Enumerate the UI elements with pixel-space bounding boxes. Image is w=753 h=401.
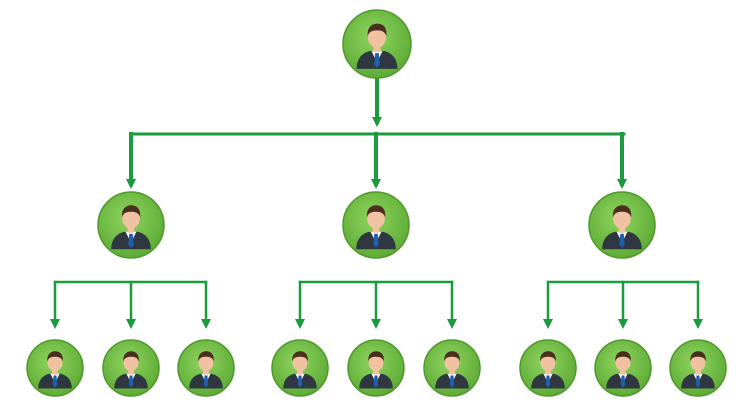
hair-shape <box>612 205 632 218</box>
tie-shape <box>128 233 134 249</box>
hair-shape <box>121 205 141 218</box>
neck-shape <box>127 226 135 233</box>
businessman-avatar-icon <box>435 351 469 389</box>
person-node <box>594 339 652 397</box>
person-node <box>102 339 160 397</box>
businessman-avatar-icon <box>114 351 148 389</box>
businessman-avatar-icon <box>189 351 223 389</box>
head-shape <box>540 353 556 372</box>
hair-shape <box>292 351 308 362</box>
tie-shape <box>373 233 379 249</box>
node-layer <box>26 9 727 397</box>
businessman-avatar-icon <box>356 23 398 69</box>
businessman-avatar-icon <box>681 351 715 389</box>
head-shape <box>292 353 308 372</box>
neck-shape <box>373 45 381 52</box>
head-shape <box>690 353 706 372</box>
hair-shape <box>444 351 460 362</box>
connector-layer <box>50 78 703 329</box>
person-node <box>271 339 329 397</box>
tie-shape <box>297 375 303 388</box>
businessman-avatar-icon <box>356 205 396 250</box>
neck-shape <box>52 368 58 375</box>
person-node <box>588 191 656 259</box>
neck-shape <box>203 368 209 375</box>
head-shape <box>47 353 63 372</box>
tie-shape <box>373 375 379 388</box>
hair-shape <box>198 351 214 362</box>
head-shape <box>368 353 384 372</box>
person-node <box>177 339 235 397</box>
tie-shape <box>695 375 701 388</box>
head-shape <box>615 353 631 372</box>
head-shape <box>122 207 140 229</box>
person-node <box>342 9 412 79</box>
businessman-avatar-icon <box>111 205 151 250</box>
tie-shape <box>620 375 626 388</box>
head-shape <box>444 353 460 372</box>
hair-shape <box>47 351 63 362</box>
person-node <box>26 339 84 397</box>
businessman-avatar-icon <box>606 351 640 389</box>
neck-shape <box>373 368 379 375</box>
neck-shape <box>545 368 551 375</box>
head-shape <box>367 26 387 48</box>
businessman-avatar-icon <box>602 205 642 250</box>
neck-shape <box>618 226 626 233</box>
person-node <box>97 191 165 259</box>
neck-shape <box>297 368 303 375</box>
person-node <box>519 339 577 397</box>
person-node <box>423 339 481 397</box>
head-shape <box>123 353 139 372</box>
neck-shape <box>620 368 626 375</box>
head-shape <box>367 207 385 229</box>
hair-shape <box>540 351 556 362</box>
tie-shape <box>203 375 209 388</box>
neck-shape <box>695 368 701 375</box>
tie-shape <box>619 233 625 249</box>
businessman-avatar-icon <box>359 351 393 389</box>
hair-shape <box>368 351 384 362</box>
head-shape <box>613 207 631 229</box>
hair-shape <box>123 351 139 362</box>
businessman-avatar-icon <box>38 351 72 389</box>
person-node <box>347 339 405 397</box>
businessman-avatar-icon <box>283 351 317 389</box>
tie-shape <box>52 375 58 388</box>
neck-shape <box>128 368 134 375</box>
tie-shape <box>128 375 134 388</box>
neck-shape <box>449 368 455 375</box>
hair-shape <box>367 23 387 37</box>
tie-shape <box>545 375 551 388</box>
hair-shape <box>690 351 706 362</box>
tie-shape <box>374 53 380 68</box>
hair-shape <box>366 205 386 218</box>
head-shape <box>198 353 214 372</box>
hair-shape <box>615 351 631 362</box>
tie-shape <box>449 375 455 388</box>
person-node <box>669 339 727 397</box>
neck-shape <box>372 226 380 233</box>
businessman-avatar-icon <box>531 351 565 389</box>
person-node <box>342 191 410 259</box>
